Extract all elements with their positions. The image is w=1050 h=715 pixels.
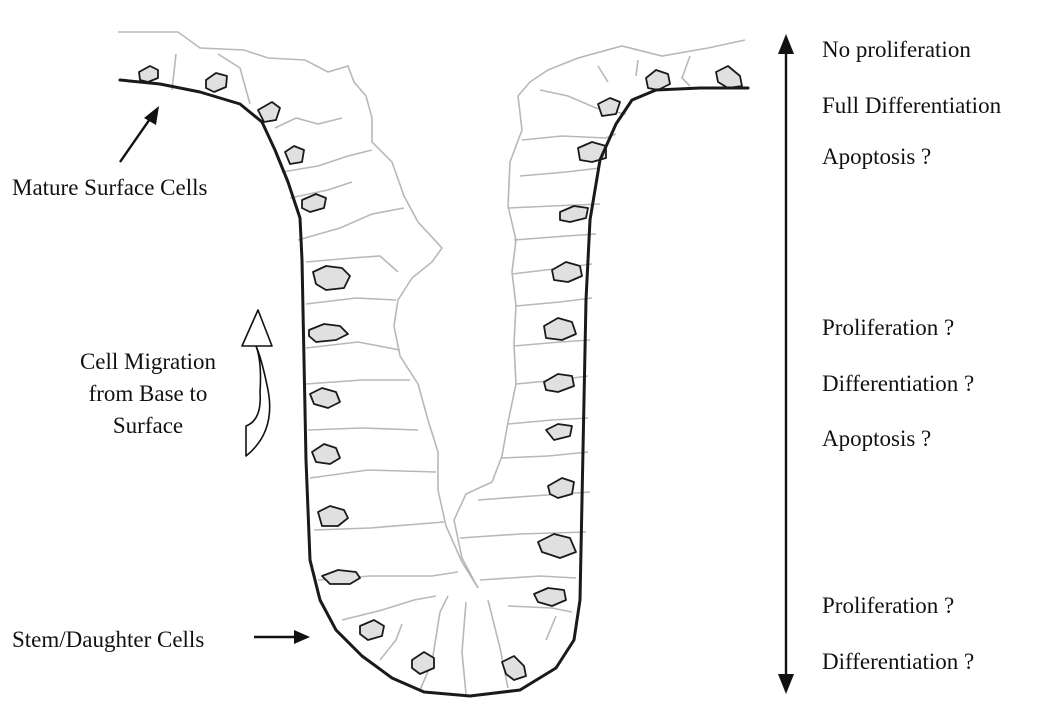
apoptosis-middle-label: Apoptosis ? (822, 426, 932, 451)
pointer-arrow-icon (254, 630, 310, 644)
nucleus (543, 317, 577, 341)
nucleus (543, 373, 575, 393)
nucleus (312, 265, 351, 291)
nucleus (301, 193, 327, 213)
cell-nuclei (138, 65, 743, 681)
full-differentiation-label: Full Differentiation (822, 93, 1002, 118)
nucleus (715, 65, 743, 89)
nucleus (547, 477, 575, 499)
nucleus (317, 505, 349, 527)
nucleus (257, 101, 281, 123)
cell-migration-line-2: from Base to (88, 381, 208, 406)
nucleus (551, 261, 583, 283)
nucleus (284, 145, 305, 165)
nucleus (537, 533, 577, 559)
proliferation-middle-label: Proliferation ? (822, 315, 955, 340)
nucleus (559, 205, 589, 223)
nucleus (597, 97, 621, 117)
crypt-basement-membrane (118, 78, 750, 698)
cell-migration-line-3: Surface (112, 413, 184, 438)
nucleus (545, 423, 573, 441)
nucleus (645, 69, 671, 91)
no-proliferation-label: No proliferation (822, 37, 971, 62)
differentiation-middle-label: Differentiation ? (822, 371, 975, 396)
nucleus (501, 655, 527, 681)
nucleus (309, 387, 341, 409)
nucleus (411, 651, 435, 675)
pointer-arrow-icon (119, 106, 159, 163)
stem-daughter-cells-label: Stem/Daughter Cells (12, 627, 205, 652)
nucleus (533, 587, 567, 607)
nucleus (138, 65, 159, 83)
nucleus (311, 443, 341, 465)
vertical-double-arrow-icon (778, 34, 794, 694)
apoptosis-top-label: Apoptosis ? (822, 144, 932, 169)
differentiation-bottom-label: Differentiation ? (822, 649, 975, 674)
nucleus (359, 619, 385, 641)
nucleus (308, 323, 349, 343)
proliferation-bottom-label: Proliferation ? (822, 593, 955, 618)
nucleus (205, 72, 228, 93)
mature-surface-cells-label: Mature Surface Cells (12, 175, 208, 200)
crypt-cell-borders (118, 31, 746, 695)
curved-migration-arrow-icon (241, 309, 273, 457)
cell-migration-line-1: Cell Migration (79, 349, 217, 374)
cell-migration-label: Cell Migration from Base to Surface (58, 346, 238, 442)
nucleus (321, 569, 361, 585)
nucleus (577, 141, 607, 163)
